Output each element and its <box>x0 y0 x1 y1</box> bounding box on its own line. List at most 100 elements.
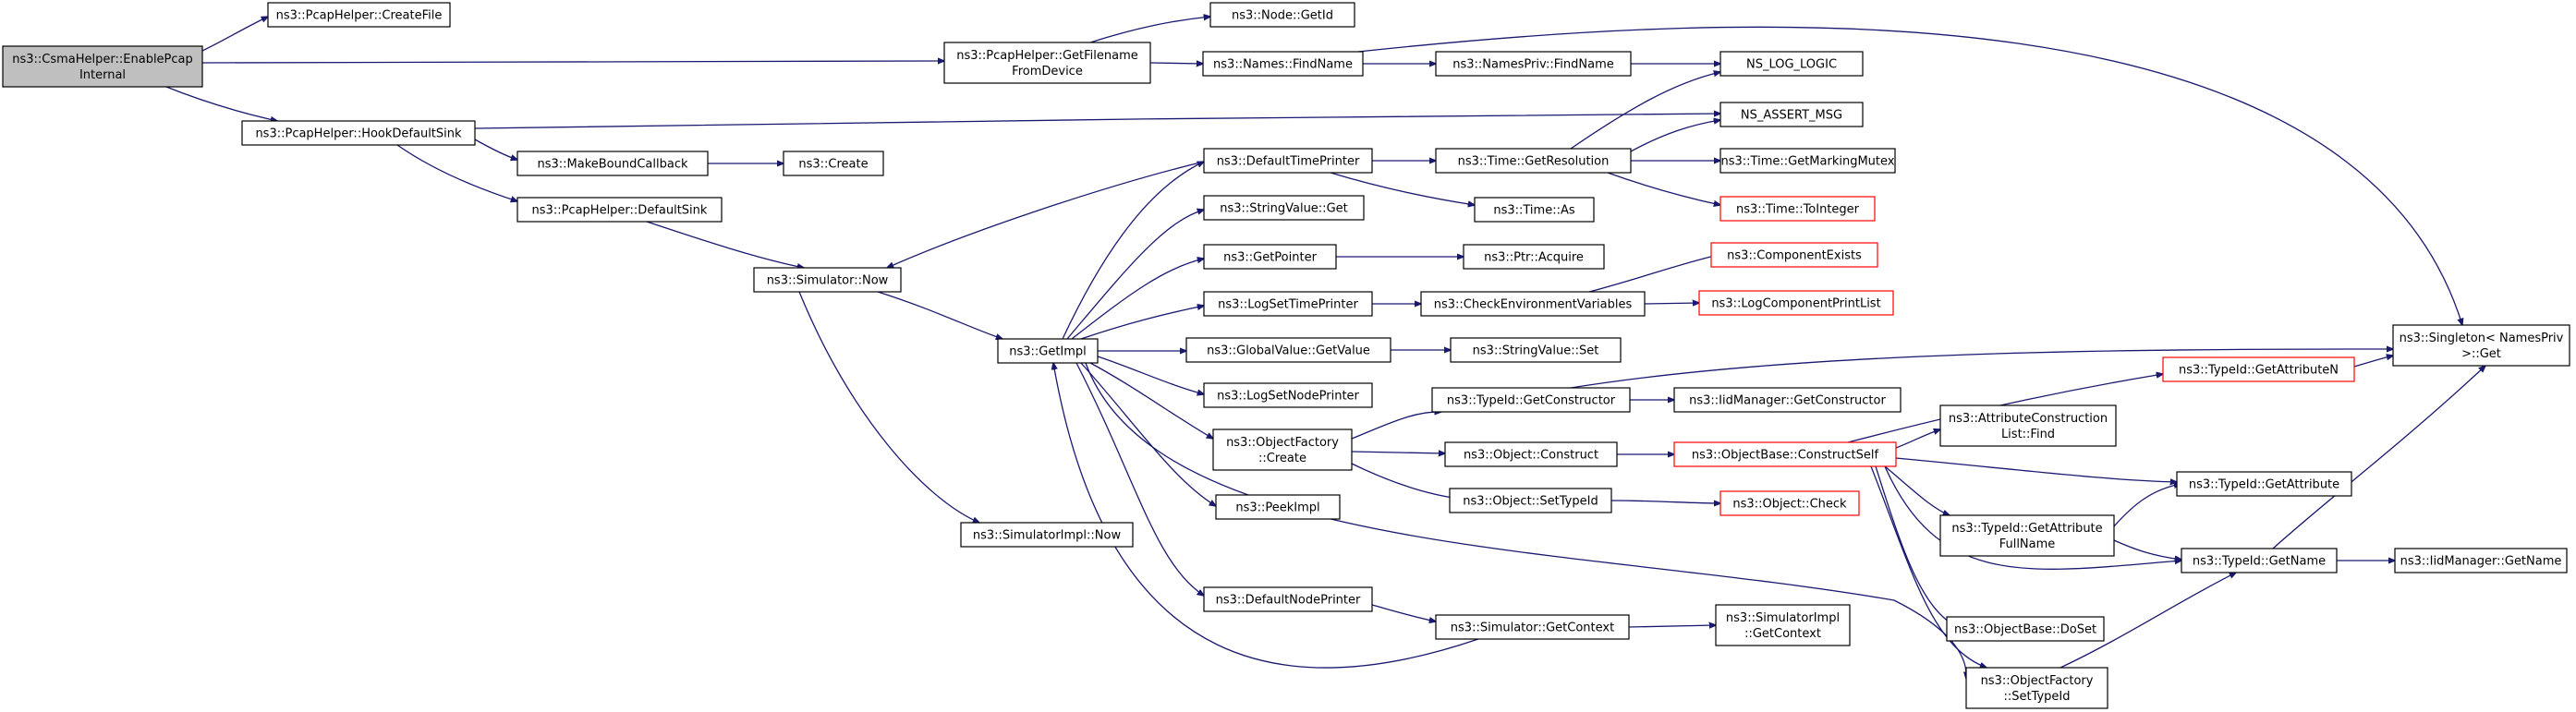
node-label: ns3::TypeId::GetAttributeN <box>2179 364 2339 378</box>
node-ptracquire[interactable]: ns3::Ptr::Acquire <box>1463 244 1605 270</box>
node-box <box>1719 196 1876 222</box>
node-label: ns3::IidManager::GetConstructor <box>1689 394 1886 408</box>
edge-defaultsink-to-simnow <box>646 221 804 268</box>
edge-objbaseconstruct-to-typeidgetattrfull <box>1884 465 1950 515</box>
node-iidgetctor[interactable]: ns3::IidManager::GetConstructor <box>1673 387 1902 413</box>
edge-getfilename-to-namesfind <box>1149 63 1203 64</box>
edge-getimpl-to-logsettime <box>1080 306 1204 340</box>
edge-timegetres-to-timetoint <box>1607 172 1720 205</box>
node-objfactorysettypeid[interactable]: ns3::ObjectFactory::SetTypeId <box>1965 667 2108 709</box>
node-globalget[interactable]: ns3::GlobalValue::GetValue <box>1185 337 1391 363</box>
edge-timegetres-to-nslog <box>1570 72 1720 150</box>
node-checkenv[interactable]: ns3::CheckEnvironmentVariables <box>1420 291 1646 317</box>
node-box <box>1946 616 2105 642</box>
node-label: ns3::Names::FindName <box>1213 58 1353 72</box>
node-box <box>2 45 203 88</box>
edge-simnow-to-getimpl <box>877 291 1002 339</box>
node-nslog[interactable]: NS_LOG_LOGIC <box>1719 51 1864 77</box>
node-objcheck[interactable]: ns3::Object::Check <box>1719 490 1860 516</box>
edge-objbaseconstruct-to-objfactorysettypeid <box>1870 465 1987 668</box>
node-defaultsink[interactable]: ns3::PcapHelper::DefaultSink <box>516 197 723 223</box>
edge-typeidgetattrn-to-singletonget <box>2353 356 2393 368</box>
node-getimpl[interactable]: ns3::GetImpl <box>997 338 1099 364</box>
node-box <box>1212 428 1353 471</box>
node-logsettime[interactable]: ns3::LogSetTimePrinter <box>1203 291 1373 317</box>
node-box <box>516 151 709 176</box>
edge-objsettypeid-to-objcheck <box>1610 501 1720 503</box>
edge-root-to-createfile <box>201 17 268 52</box>
node-label: ns3::PeekImpl <box>1235 501 1319 515</box>
node-box <box>1463 244 1605 270</box>
node-box <box>997 338 1099 364</box>
node-timeas[interactable]: ns3::Time::As <box>1474 197 1595 223</box>
node-typeidgetctor[interactable]: ns3::TypeId::GetConstructor <box>1431 387 1631 413</box>
node-createfile[interactable]: ns3::PcapHelper::CreateFile <box>267 2 451 28</box>
edge-objbaseconstruct-to-typeidgetattr <box>1895 457 2177 482</box>
node-box <box>1450 337 1622 363</box>
node-nsassert[interactable]: NS_ASSERT_MSG <box>1719 102 1864 127</box>
node-box <box>2162 356 2355 382</box>
node-simgetctx[interactable]: ns3::Simulator::GetContext <box>1435 614 1630 640</box>
node-box <box>1719 51 1864 77</box>
node-deftimeprinter[interactable]: ns3::DefaultTimePrinter <box>1203 148 1373 174</box>
edge-objfactorycreate-to-objsettypeid <box>1351 463 1460 499</box>
node-timegetmutex[interactable]: ns3::Time::GetMarkingMutex <box>1719 148 1896 174</box>
edge-getfilename-to-nodegetid <box>1089 17 1210 43</box>
node-timegetres[interactable]: ns3::Time::GetResolution <box>1435 148 1632 174</box>
node-stringvalueset[interactable]: ns3::StringValue::Set <box>1450 337 1622 363</box>
node-label: ns3::Time::GetResolution <box>1458 155 1610 169</box>
node-defnodeprinter[interactable]: ns3::DefaultNodePrinter <box>1203 586 1373 612</box>
edge-objfactorycreate-to-typeidgetctor <box>1351 412 1441 440</box>
node-singletonget[interactable]: ns3::Singleton< NamesPriv>::Get <box>2392 324 2570 367</box>
edge-getimpl-to-logsetnode <box>1097 356 1204 394</box>
node-box <box>1719 490 1860 516</box>
edge-typeidgetattrfull-to-typeidgetattr <box>2113 484 2181 527</box>
node-box <box>1203 195 1365 221</box>
node-peekimpl[interactable]: ns3::PeekImpl <box>1215 494 1341 520</box>
node-hooksink[interactable]: ns3::PcapHelper::HookDefaultSink <box>241 120 476 146</box>
node-typeidgetname[interactable]: ns3::TypeId::GetName <box>2181 548 2338 573</box>
node-nodegetid[interactable]: ns3::Node::GetId <box>1209 2 1355 28</box>
edge-hooksink-to-nsassert <box>474 114 1720 129</box>
node-label: ns3::Simulator::Now <box>767 274 889 288</box>
node-namesfind[interactable]: ns3::Names::FindName <box>1202 51 1364 77</box>
node-box <box>1420 291 1646 317</box>
node-create[interactable]: ns3::Create <box>783 151 884 176</box>
edge-typeidgetattrfull-to-typeidgetname <box>2113 539 2181 560</box>
node-box <box>943 42 1151 84</box>
node-getpointer[interactable]: ns3::GetPointer <box>1203 244 1337 270</box>
node-makebound[interactable]: ns3::MakeBoundCallback <box>516 151 709 176</box>
node-compexists[interactable]: ns3::ComponentExists <box>1710 242 1878 268</box>
node-iidgetname[interactable]: ns3::IidManager::GetName <box>2394 548 2568 573</box>
node-label: ns3::LogSetNodePrinter <box>1217 390 1359 404</box>
node-typeidgetattrn[interactable]: ns3::TypeId::GetAttributeN <box>2162 356 2355 382</box>
edge-namesfind-to-singletonget <box>1357 26 2462 325</box>
node-objsettypeid[interactable]: ns3::Object::SetTypeId <box>1449 488 1612 513</box>
node-label: Internal <box>79 68 126 82</box>
node-timetoint[interactable]: ns3::Time::ToInteger <box>1719 196 1876 222</box>
node-box <box>753 267 902 293</box>
node-simnow[interactable]: ns3::Simulator::Now <box>753 267 902 293</box>
edge-defnodeprinter-to-simgetctx <box>1371 604 1436 621</box>
node-simimplgetctx[interactable]: ns3::SimulatorImpl::GetContext <box>1715 604 1851 646</box>
node-label: ns3::CsmaHelper::EnablePcap <box>12 53 193 66</box>
node-stringvalueget[interactable]: ns3::StringValue::Get <box>1203 195 1365 221</box>
edge-deftimeprinter-to-timeas <box>1330 172 1475 205</box>
node-objconstruct[interactable]: ns3::Object::Construct <box>1444 441 1618 467</box>
node-typeidgetattr[interactable]: ns3::TypeId::GetAttribute <box>2176 471 2352 497</box>
node-namesprivfind[interactable]: ns3::NamesPriv::FindName <box>1435 51 1632 77</box>
node-objbasedoset[interactable]: ns3::ObjectBase::DoSet <box>1946 616 2105 642</box>
node-objfactorycreate[interactable]: ns3::ObjectFactory::Create <box>1212 428 1353 471</box>
node-label: ns3::NamesPriv::FindName <box>1452 58 1613 72</box>
node-objbaseconstruct[interactable]: ns3::ObjectBase::ConstructSelf <box>1673 441 1897 467</box>
node-simimplnow[interactable]: ns3::SimulatorImpl::Now <box>960 522 1134 548</box>
edges-layer <box>165 17 2485 679</box>
node-label: ns3::Ptr::Acquire <box>1484 251 1584 265</box>
node-logcompprint[interactable]: ns3::LogComponentPrintList <box>1698 290 1894 316</box>
node-logsetnode[interactable]: ns3::LogSetNodePrinter <box>1203 382 1373 408</box>
